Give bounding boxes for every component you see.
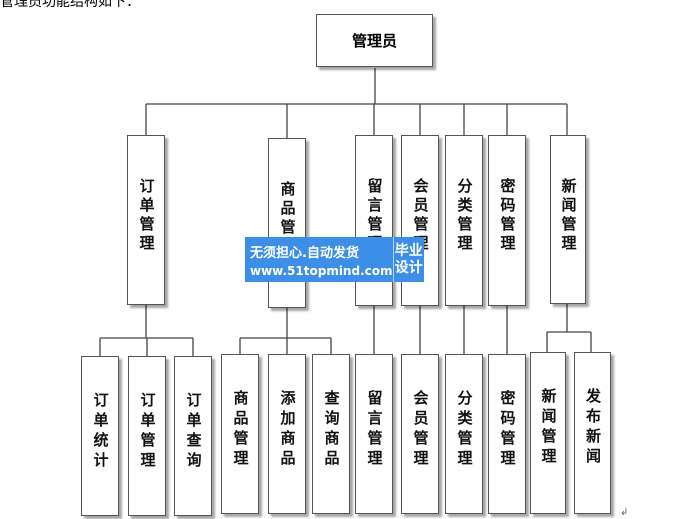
leaf-label: 会员管理 xyxy=(411,390,430,470)
leaf-order-management: 订单管理 xyxy=(128,356,166,516)
node-label: 密码管理 xyxy=(498,178,517,254)
leaf-label: 留言管理 xyxy=(365,390,384,470)
paragraph-mark-icon: ↲ xyxy=(620,507,629,518)
leaf-label: 添加商品 xyxy=(278,390,297,470)
node-label: 分类管理 xyxy=(455,178,474,254)
leaf-label: 密码管理 xyxy=(498,390,517,470)
leaf-order-query: 订单查询 xyxy=(174,356,212,516)
watermark-badge-line2: 设计 xyxy=(394,259,423,276)
node-category-management: 分类管理 xyxy=(445,135,483,306)
leaf-message-management: 留言管理 xyxy=(355,354,393,514)
leaf-label: 订单统计 xyxy=(91,392,110,472)
leaf-label: 查询商品 xyxy=(322,390,341,470)
leaf-password-management: 密码管理 xyxy=(488,354,526,514)
watermark-text: 无须担心.自动发货 www.51topmind.com xyxy=(245,237,393,282)
leaf-label: 商品管理 xyxy=(231,390,250,470)
leaf-category-management: 分类管理 xyxy=(445,354,483,514)
leaf-label: 订单查询 xyxy=(184,392,203,472)
node-order-management: 订单管理 xyxy=(127,135,165,305)
watermark-url: www.51topmind.com xyxy=(250,263,393,278)
leaf-member-management: 会员管理 xyxy=(401,354,439,514)
watermark-badge: 毕业 设计 xyxy=(392,237,425,282)
leaf-order-statistics: 订单统计 xyxy=(81,356,119,516)
leaf-news-management: 新闻管理 xyxy=(530,352,566,514)
node-news-management: 新闻管理 xyxy=(550,135,586,304)
leaf-product-management: 商品管理 xyxy=(221,354,259,514)
node-password-management: 密码管理 xyxy=(488,135,526,306)
node-label: 留言管理 xyxy=(365,178,384,254)
root-node: 管理员 xyxy=(316,14,433,67)
watermark-slogan: 无须担心.自动发货 xyxy=(250,245,359,261)
watermark-badge-line1: 毕业 xyxy=(394,243,423,260)
leaf-publish-news: 发布新闻 xyxy=(574,352,611,514)
watermark-banner: 无须担心.自动发货 www.51topmind.com 毕业 设计 xyxy=(245,237,424,282)
node-label: 会员管理 xyxy=(411,178,430,254)
leaf-query-product: 查询商品 xyxy=(312,354,350,514)
caption: 管理员功能结构如下： xyxy=(0,0,140,10)
node-label: 新闻管理 xyxy=(559,178,578,254)
leaf-add-product: 添加商品 xyxy=(268,354,306,514)
leaf-label: 订单管理 xyxy=(138,392,157,472)
leaf-label: 新闻管理 xyxy=(539,388,558,468)
node-label: 订单管理 xyxy=(137,178,156,254)
node-product-management: 商品管理 xyxy=(268,138,306,308)
leaf-label: 分类管理 xyxy=(455,390,474,470)
root-node-label: 管理员 xyxy=(351,32,397,50)
leaf-label: 发布新闻 xyxy=(584,388,602,468)
